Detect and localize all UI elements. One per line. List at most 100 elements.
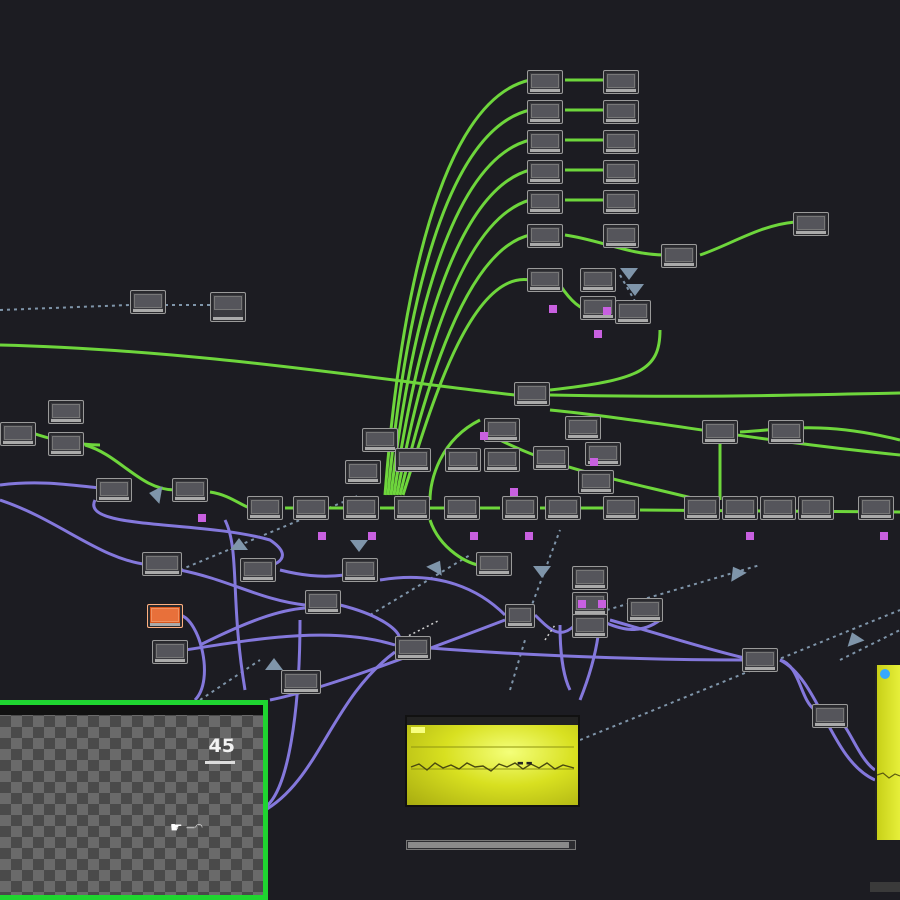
flag-marker bbox=[318, 532, 326, 540]
operator-node[interactable] bbox=[603, 496, 639, 520]
operator-node[interactable] bbox=[142, 552, 182, 576]
operator-node[interactable] bbox=[281, 670, 321, 694]
white-links bbox=[399, 619, 556, 641]
operator-node[interactable] bbox=[533, 446, 569, 470]
link-arrow-icon bbox=[147, 484, 163, 504]
operator-node[interactable] bbox=[603, 160, 639, 184]
flag-marker bbox=[598, 600, 606, 608]
operator-node[interactable] bbox=[514, 382, 550, 406]
flag-marker bbox=[578, 600, 586, 608]
operator-node[interactable] bbox=[603, 190, 639, 214]
selected-operator-node[interactable] bbox=[147, 604, 183, 628]
operator-node[interactable] bbox=[0, 422, 36, 446]
flag-marker bbox=[590, 458, 598, 466]
operator-node[interactable] bbox=[484, 418, 520, 442]
link-arrow-icon bbox=[350, 540, 368, 552]
operator-node[interactable] bbox=[661, 244, 697, 268]
operator-node[interactable] bbox=[152, 640, 188, 664]
operator-node[interactable] bbox=[345, 460, 381, 484]
operator-node[interactable] bbox=[130, 290, 166, 314]
operator-node[interactable] bbox=[760, 496, 796, 520]
viewer-header-bar bbox=[407, 717, 578, 725]
flag-marker bbox=[198, 514, 206, 522]
output-viewer-panel[interactable] bbox=[875, 665, 900, 840]
operator-node[interactable] bbox=[768, 420, 804, 444]
operator-node[interactable] bbox=[798, 496, 834, 520]
operator-node[interactable] bbox=[578, 470, 614, 494]
operator-node[interactable] bbox=[240, 558, 276, 582]
operator-node[interactable] bbox=[527, 70, 563, 94]
operator-node[interactable] bbox=[502, 496, 538, 520]
operator-node[interactable] bbox=[444, 496, 480, 520]
operator-node[interactable] bbox=[527, 130, 563, 154]
operator-node[interactable] bbox=[527, 190, 563, 214]
fps-underline bbox=[205, 761, 235, 764]
operator-node[interactable] bbox=[627, 598, 663, 622]
operator-node[interactable] bbox=[445, 448, 481, 472]
operator-node[interactable] bbox=[858, 496, 894, 520]
link-arrow-icon bbox=[843, 629, 865, 647]
fps-counter: 45 bbox=[208, 735, 235, 757]
link-arrow-icon bbox=[620, 268, 638, 280]
flag-marker bbox=[510, 488, 518, 496]
operator-node[interactable] bbox=[305, 590, 341, 614]
operator-node[interactable] bbox=[615, 300, 651, 324]
operator-node[interactable] bbox=[210, 292, 246, 322]
operator-node[interactable] bbox=[580, 268, 616, 292]
flag-marker bbox=[880, 532, 888, 540]
waveform-graph bbox=[877, 772, 900, 779]
timeline-progress-fill bbox=[408, 842, 570, 848]
operator-node[interactable] bbox=[247, 496, 283, 520]
link-arrow-icon bbox=[725, 562, 747, 582]
operator-node[interactable] bbox=[603, 70, 639, 94]
operator-node[interactable] bbox=[527, 224, 563, 248]
viewer-status-icon bbox=[880, 669, 890, 679]
flag-marker bbox=[480, 432, 488, 440]
operator-node[interactable] bbox=[395, 448, 431, 472]
flag-marker bbox=[746, 532, 754, 540]
operator-node[interactable] bbox=[527, 268, 563, 292]
timeline-scrubber[interactable] bbox=[406, 840, 576, 850]
operator-node[interactable] bbox=[722, 496, 758, 520]
operator-node[interactable] bbox=[505, 604, 535, 628]
operator-node[interactable] bbox=[362, 428, 398, 452]
render-viewer-panel[interactable]: 45 ☛ —◠ bbox=[0, 700, 268, 900]
operator-node[interactable] bbox=[812, 704, 848, 728]
operator-node[interactable] bbox=[572, 614, 608, 638]
operator-node[interactable] bbox=[793, 212, 829, 236]
link-arrow-icon bbox=[626, 284, 644, 296]
operator-node[interactable] bbox=[96, 478, 132, 502]
operator-node[interactable] bbox=[684, 496, 720, 520]
operator-node[interactable] bbox=[394, 496, 430, 520]
operator-node[interactable] bbox=[527, 100, 563, 124]
operator-node[interactable] bbox=[585, 442, 621, 466]
operator-node[interactable] bbox=[527, 160, 563, 184]
operator-node[interactable] bbox=[395, 636, 431, 660]
operator-node[interactable] bbox=[484, 448, 520, 472]
cursor-label: —◠ bbox=[186, 823, 203, 833]
operator-node[interactable] bbox=[172, 478, 208, 502]
viewer-tag bbox=[411, 727, 425, 733]
operator-node[interactable] bbox=[603, 130, 639, 154]
operator-node[interactable] bbox=[603, 100, 639, 124]
operator-node[interactable] bbox=[48, 432, 84, 456]
operator-node[interactable] bbox=[476, 552, 512, 576]
operator-node[interactable] bbox=[603, 224, 639, 248]
operator-node[interactable] bbox=[48, 400, 84, 424]
waveform-viewer-panel[interactable]: ▬ ▬ bbox=[405, 715, 580, 807]
link-arrow-icon bbox=[230, 538, 248, 550]
flag-marker bbox=[368, 532, 376, 540]
operator-node[interactable] bbox=[572, 566, 608, 590]
operator-node[interactable] bbox=[343, 496, 379, 520]
viewer-footer bbox=[870, 882, 900, 892]
operator-node[interactable] bbox=[742, 648, 778, 672]
operator-node[interactable] bbox=[545, 496, 581, 520]
operator-node[interactable] bbox=[342, 558, 378, 582]
operator-node[interactable] bbox=[293, 496, 329, 520]
operator-node[interactable] bbox=[565, 416, 601, 440]
operator-node[interactable] bbox=[702, 420, 738, 444]
waveform-label: ▬ ▬ bbox=[517, 759, 533, 767]
link-arrow-icon bbox=[426, 556, 448, 576]
